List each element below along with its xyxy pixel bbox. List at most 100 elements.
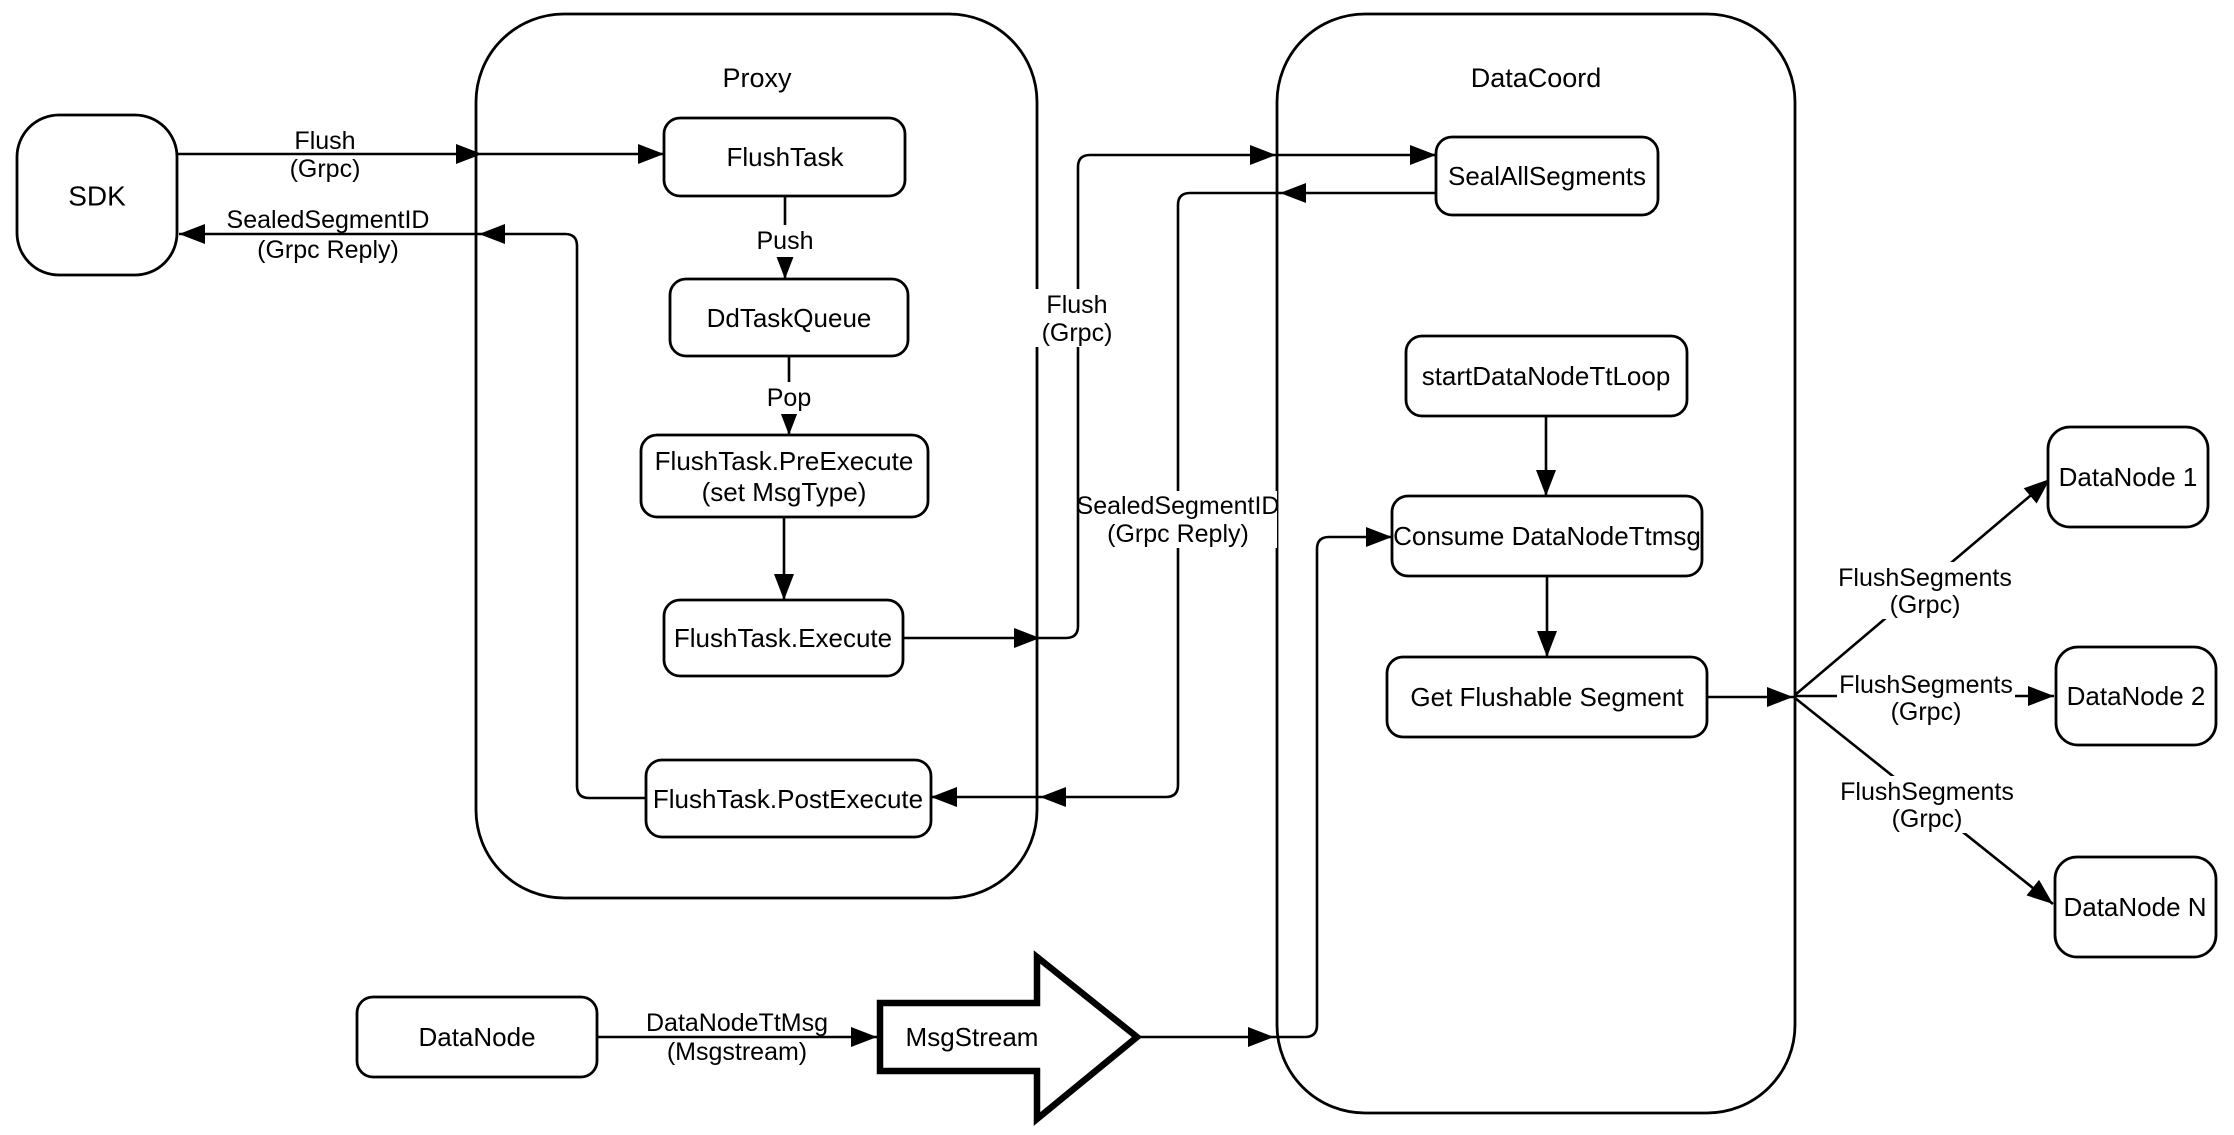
flushtask-execute-box	[662, 598, 905, 678]
sdk-box	[15, 113, 179, 277]
flushsegments1-label-line2: (Grpc)	[1890, 591, 1961, 619]
arrowhead-proxy-reply-entry	[1040, 787, 1066, 807]
node-msgstream: MsgStream	[876, 950, 1143, 1126]
ddtaskqueue-box	[668, 277, 910, 358]
push-label-bg	[749, 225, 821, 257]
arrowhead-datanode1	[2023, 479, 2050, 504]
datanode1-label: DataNode 1	[2059, 462, 2198, 492]
node-ddtaskqueue: DdTaskQueue	[668, 277, 910, 358]
edge-labels: Flush (Grpc) SealedSegmentID (Grpc Reply…	[227, 127, 2014, 1066]
node-datanode1: DataNode 1	[2046, 425, 2210, 529]
flushtask-preexecute-label-line2: (set MsgType)	[702, 477, 867, 507]
arrowhead-proxy-reply-exit	[479, 224, 505, 244]
arrowhead-flushtask	[638, 144, 664, 164]
flushtask-postexecute-label: FlushTask.PostExecute	[653, 784, 923, 814]
arrowhead-datacoord-exit	[1767, 687, 1793, 707]
flushtask-preexecute-box	[639, 433, 930, 519]
datacoord-sealed-label-line2: (Grpc Reply)	[1107, 520, 1249, 548]
datanode-source-box	[355, 995, 599, 1079]
flushsegments3-label-line2: (Grpc)	[1892, 805, 1963, 833]
startdatanodettloop-box	[1404, 334, 1689, 418]
proxy-container: Proxy	[474, 12, 1039, 900]
get-flushable-segment-label: Get Flushable Segment	[1410, 682, 1684, 712]
node-startdatanodettloop: startDataNodeTtLoop	[1404, 334, 1689, 418]
sdk-flush-label-line1: Flush	[294, 127, 355, 155]
arrowhead-getflushable	[1537, 631, 1557, 657]
arrowhead-msgstream	[851, 1027, 877, 1047]
sealallsegments-box	[1434, 135, 1660, 217]
arrowhead-consume	[1366, 527, 1392, 547]
arrowhead-consume-top	[1536, 470, 1556, 496]
arrowheads	[179, 144, 2054, 1047]
flushtask-postexecute-box	[644, 758, 933, 839]
arrowhead-datacoord-bottom-entry	[1248, 1027, 1274, 1047]
arrowhead-ddtaskqueue	[775, 253, 795, 279]
datanodettmsg-label-line2: (Msgstream)	[667, 1038, 807, 1066]
arrowhead-sdk	[179, 224, 205, 244]
datacoord-container-title: DataCoord	[1471, 63, 1602, 93]
node-sealallsegments: SealAllSegments	[1434, 135, 1660, 217]
node-flushtask-preexecute: FlushTask.PreExecute (set MsgType)	[639, 433, 930, 519]
flushsegments3-label-line1: FlushSegments	[1840, 778, 2014, 806]
sdk-label: SDK	[68, 181, 126, 212]
ddtaskqueue-label: DdTaskQueue	[707, 303, 872, 333]
datanode1-box	[2046, 425, 2210, 529]
edge-execute-to-sealallsegments	[903, 153, 1436, 640]
datanodettmsg-label-line1: DataNodeTtMsg	[646, 1009, 828, 1037]
sdk-flush-label-line2: (Grpc)	[290, 155, 361, 183]
node-datanode2: DataNode 2	[2054, 645, 2218, 747]
arrowhead-proxy-entry	[456, 144, 482, 164]
flush-grpc-label-bg	[1034, 289, 1120, 347]
flushsegments3-label-bg	[1838, 776, 2016, 833]
flushsegments1-label-bg	[1836, 562, 2014, 619]
datanode2-box	[2054, 645, 2218, 747]
datacoord-flush-label-line2: (Grpc)	[1042, 319, 1113, 347]
arrowhead-datanode2	[2028, 686, 2054, 706]
consume-datanodettmsg-label: Consume DataNodeTtmsg	[1393, 521, 1701, 551]
datacoord-container-border	[1275, 12, 1797, 1115]
arrowhead-datacoord-reply-exit	[1280, 183, 1306, 203]
flushsegments2-label-line2: (Grpc)	[1891, 698, 1962, 726]
pop-label-bg	[763, 382, 815, 414]
sdk-sealed-label-line1: SealedSegmentID	[227, 206, 430, 234]
flushtask-execute-label: FlushTask.Execute	[674, 623, 892, 653]
arrowhead-sealallsegments	[1410, 145, 1436, 165]
node-flushtask: FlushTask	[662, 116, 907, 198]
node-flushtask-postexecute: FlushTask.PostExecute	[644, 758, 933, 839]
node-datanode-source: DataNode	[355, 995, 599, 1079]
datanode2-label: DataNode 2	[2067, 681, 2206, 711]
datacoord-flush-label-line1: Flush	[1046, 291, 1107, 319]
datacoord-sealed-label-line1: SealedSegmentID	[1077, 492, 1280, 520]
arrowhead-datanoden	[2026, 879, 2053, 904]
flushsegments1-label-line1: FlushSegments	[1838, 564, 2012, 592]
sdk-sealed-label-line2: (Grpc Reply)	[257, 236, 399, 264]
node-datanoden: DataNode N	[2053, 855, 2218, 959]
proxy-container-title: Proxy	[722, 63, 792, 93]
arrowhead-postexecute	[931, 787, 957, 807]
flushtask-label: FlushTask	[726, 142, 844, 172]
datacoord-container: DataCoord	[1275, 12, 1797, 1115]
node-consume-datanodettmsg: Consume DataNodeTtmsg	[1390, 494, 1704, 578]
sealallsegments-label: SealAllSegments	[1448, 161, 1646, 191]
msgstream-label: MsgStream	[906, 1022, 1039, 1052]
flushtask-box	[662, 116, 907, 198]
node-get-flushable-segment: Get Flushable Segment	[1385, 655, 1709, 739]
flushtask-preexecute-label-line1: FlushTask.PreExecute	[655, 446, 914, 476]
proxy-container-border	[474, 12, 1039, 900]
pop-label: Pop	[767, 384, 811, 412]
flushsegments2-label-bg	[1837, 669, 2015, 726]
msgstream-block-arrow	[876, 950, 1143, 1126]
get-flushable-segment-box	[1385, 655, 1709, 739]
arrowhead-execute	[774, 574, 794, 600]
edge-msgstream-to-consume	[1137, 535, 1392, 1039]
flushsegments2-label-line1: FlushSegments	[1839, 671, 2013, 699]
sealedsegmentid-reply-label-bg	[1080, 491, 1277, 548]
arrowhead-preexecute	[779, 409, 799, 435]
node-sdk: SDK	[15, 113, 179, 277]
datanode-source-label: DataNode	[418, 1022, 535, 1052]
arrowhead-proxy-exit	[1014, 628, 1040, 648]
arrowhead-datacoord-entry	[1250, 145, 1276, 165]
startdatanodettloop-label: startDataNodeTtLoop	[1422, 361, 1671, 391]
